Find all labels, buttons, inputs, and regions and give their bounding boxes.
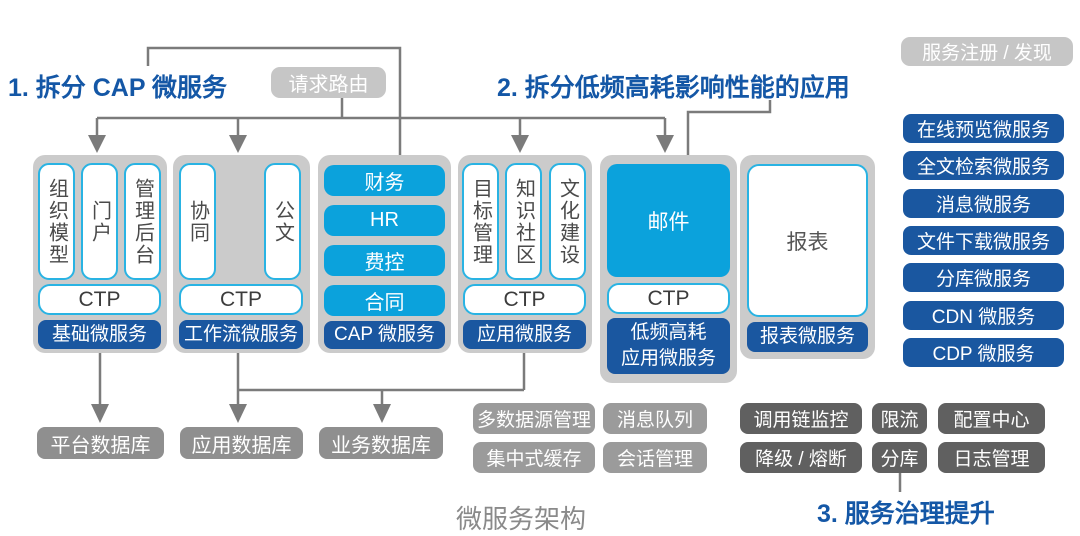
ctp-box-group2: CTP <box>179 284 303 315</box>
module-official-doc-label: 公文 <box>271 199 294 244</box>
module-portal: 门户 <box>81 163 118 280</box>
application-database: 应用数据库 <box>180 427 303 459</box>
module-knowledge-community: 知识社区 <box>505 163 542 280</box>
module-admin-backend-label: 管理后台 <box>131 177 154 266</box>
module-org-model-label: 组织模型 <box>45 177 68 266</box>
module-mail: 邮件 <box>607 164 730 277</box>
ctp-box-group5: CTP <box>607 283 730 314</box>
arrowhead-group2 <box>229 135 247 153</box>
module-portal-label: 门户 <box>88 199 111 244</box>
module-hr: HR <box>324 205 445 236</box>
module-contract: 合同 <box>324 285 445 316</box>
ops-session-management: 会话管理 <box>603 442 707 473</box>
step2-title: 2. 拆分低频高耗影响性能的应用 <box>497 74 850 102</box>
service-file-download: 文件下载微服务 <box>903 226 1064 255</box>
label-workflow-microservice: 工作流微服务 <box>179 320 303 349</box>
module-goal-management-label: 目标管理 <box>469 177 492 266</box>
ctp-box-group1: CTP <box>38 284 161 315</box>
label-lowfreq-microservice: 低频高耗 应用微服务 <box>607 318 730 374</box>
label-lowfreq-line2: 应用微服务 <box>620 348 716 369</box>
module-official-doc: 公文 <box>264 163 301 280</box>
diagram-caption: 微服务架构 <box>456 504 587 534</box>
step3-title: 3. 服务治理提升 <box>817 500 995 528</box>
step1-title: 1. 拆分 CAP 微服务 <box>8 74 228 102</box>
service-sharding: 分库微服务 <box>903 263 1064 292</box>
ops-multi-datasource: 多数据源管理 <box>473 403 595 434</box>
service-message: 消息微服务 <box>903 189 1064 218</box>
service-cdp: CDP 微服务 <box>903 338 1064 367</box>
gov-config-center: 配置中心 <box>938 403 1045 434</box>
gov-rate-limit: 限流 <box>872 403 927 434</box>
module-collaboration: 协同 <box>179 163 216 280</box>
ops-central-cache: 集中式缓存 <box>473 442 595 473</box>
connector-db-bus <box>236 353 526 406</box>
label-lowfreq-line1: 低频高耗 <box>630 322 707 344</box>
arrowhead-group5 <box>656 135 674 153</box>
gov-db-sharding: 分库 <box>872 442 927 473</box>
module-collaboration-label: 协同 <box>186 199 209 244</box>
service-registry-tag: 服务注册 / 发现 <box>901 37 1073 66</box>
module-finance: 财务 <box>324 165 445 196</box>
connector-step1-to-cap <box>146 46 402 155</box>
module-culture-building-label: 文化建设 <box>556 177 579 266</box>
module-goal-management: 目标管理 <box>462 163 499 280</box>
business-database: 业务数据库 <box>319 427 443 459</box>
module-expense-control: 费控 <box>324 245 445 276</box>
service-fulltext-search: 全文检索微服务 <box>903 151 1064 180</box>
request-routing-tag: 请求路由 <box>271 67 386 98</box>
arrowhead-platform-db <box>91 404 109 423</box>
ctp-box-group4: CTP <box>463 284 586 315</box>
module-org-model: 组织模型 <box>38 163 75 280</box>
module-knowledge-community-label: 知识社区 <box>512 177 535 266</box>
arrowhead-group4 <box>511 135 529 153</box>
service-cdn: CDN 微服务 <box>903 301 1064 330</box>
arrowhead-app-db <box>229 404 247 423</box>
service-online-preview: 在线预览微服务 <box>903 114 1064 143</box>
label-cap-microservice: CAP 微服务 <box>324 321 445 349</box>
label-base-microservice: 基础微服务 <box>38 320 161 349</box>
arrowhead-group1 <box>88 135 106 153</box>
label-app-microservice: 应用微服务 <box>463 320 586 349</box>
connector-step2-to-mail <box>686 100 772 155</box>
label-report-microservice: 报表微服务 <box>747 322 868 352</box>
module-report: 报表 <box>747 164 868 317</box>
arrowhead-biz-db <box>373 404 391 423</box>
gov-trace-monitor: 调用链监控 <box>740 403 862 434</box>
module-admin-backend: 管理后台 <box>124 163 161 280</box>
gov-degrade-circuit-break: 降级 / 熔断 <box>740 442 862 473</box>
platform-database: 平台数据库 <box>37 427 164 459</box>
gov-log-management: 日志管理 <box>938 442 1045 473</box>
ops-message-queue: 消息队列 <box>603 403 707 434</box>
module-culture-building: 文化建设 <box>549 163 586 280</box>
